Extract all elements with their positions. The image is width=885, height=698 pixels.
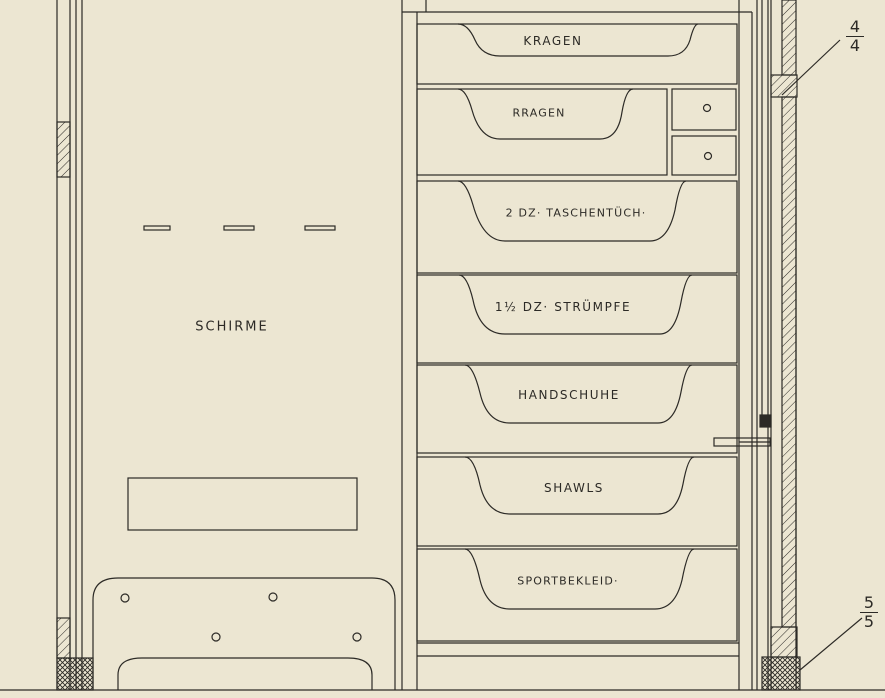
- drawer-shawls[interactable]: [416, 456, 738, 547]
- section-mark-5-bottom: 5: [863, 612, 875, 631]
- drawer-label-sportbekleidung: SPORTBEKLEID·: [517, 574, 619, 588]
- drawer-knob: [703, 151, 713, 161]
- schirme-label: SCHIRME: [195, 319, 269, 335]
- section-mark-4-bottom: 4: [849, 36, 861, 55]
- left-wall: [56, 0, 94, 691]
- section-mark-5-top: 5: [863, 593, 875, 612]
- stand-hole: [120, 593, 130, 603]
- small-drawer-upper[interactable]: [671, 88, 737, 131]
- drawer-label-shawls: SHAWLS: [544, 481, 604, 495]
- stand-hole: [211, 632, 221, 642]
- umbrella-compartment: [92, 225, 396, 690]
- drawer-kragen-top[interactable]: [416, 23, 738, 85]
- drawer-taschentuecher[interactable]: [416, 180, 738, 274]
- umbrella-stand-frame: [92, 577, 396, 690]
- stand-hole: [268, 592, 278, 602]
- drawer-knob: [702, 103, 712, 113]
- small-drawer-lower[interactable]: [671, 135, 737, 176]
- drawer-label-handschuhe: HANDSCHUHE: [518, 388, 620, 402]
- section-mark-4: 4 4: [844, 18, 866, 55]
- drawer-label-rragen: RRAGEN: [512, 106, 566, 120]
- drawer-struempfe[interactable]: [416, 274, 738, 364]
- drawer-label-kragen: KRAGEN: [523, 34, 583, 48]
- umbrella-drip-tray: [127, 477, 358, 531]
- drawer-sportbekleidung[interactable]: [416, 548, 738, 642]
- drawer-label-struempfe: 1½ DZ· STRÜMPFE: [494, 300, 632, 314]
- section-leader-5: [799, 617, 863, 671]
- drawer-label-taschentuecher: 2 DZ· TASCHENTÜCH·: [505, 206, 647, 220]
- stand-hole: [352, 632, 362, 642]
- section-leader-4: [781, 39, 841, 96]
- section-mark-4-top: 4: [849, 17, 861, 36]
- drawer-kragen-second[interactable]: [416, 88, 668, 176]
- section-mark-5: 5 5: [858, 594, 880, 631]
- drawer-handschuhe[interactable]: [416, 364, 738, 454]
